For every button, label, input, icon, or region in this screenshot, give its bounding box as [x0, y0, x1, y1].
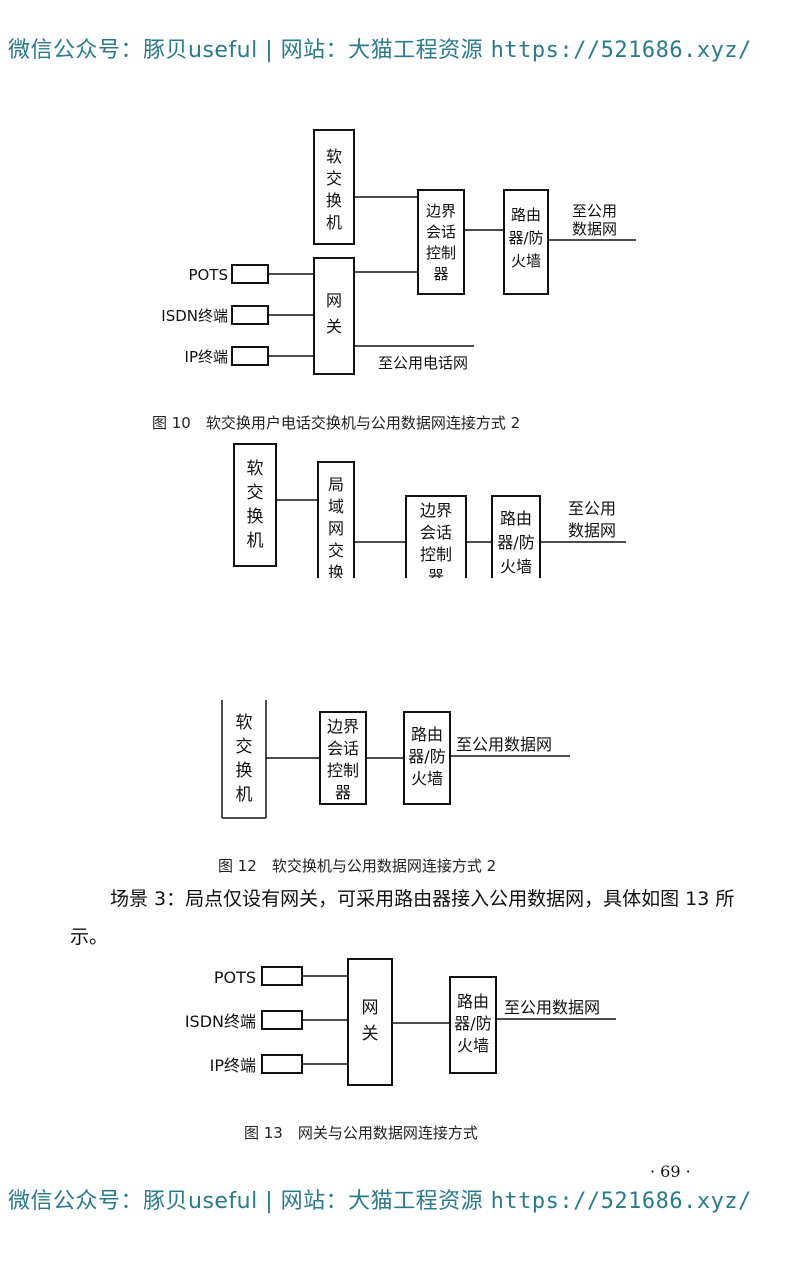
- watermark-url: https://521686.xyz/: [490, 1189, 752, 1214]
- fig12-softswitch-char: 软: [236, 713, 253, 733]
- fig13-router-label: 器/防: [454, 1014, 491, 1033]
- fig12-border-controller-box: [319, 711, 367, 805]
- fig10-gateway-char: 网: [326, 291, 342, 310]
- fig10-bc-label: 边界: [426, 202, 456, 220]
- figure-10: 软 交 换 机 网 关 边界 会话 控制 器 路由 器/防 火墙 至公用 数据网…: [161, 129, 636, 375]
- fig10-softswitch-char: 软: [326, 147, 342, 166]
- fig10-router-label: 火墙: [511, 252, 541, 270]
- fig12-caption: 图 12 软交换机与公用数据网连接方式 2: [218, 857, 497, 875]
- fig13-to-data-net: 至公用数据网: [504, 998, 600, 1017]
- fig13-router-label: 路由: [457, 992, 489, 1011]
- fig10-terminal-label: ISDN终端: [161, 307, 228, 325]
- fig11-bc-label: 边界: [420, 501, 452, 520]
- fig11-softswitch-box: [233, 443, 277, 567]
- fig11-bc-label: 器: [428, 567, 444, 578]
- fig12-softswitch-char: 换: [236, 761, 253, 781]
- fig11-bc-label: 控制: [420, 545, 452, 564]
- fig13-router-box: [449, 976, 497, 1074]
- fig11-softswitch-char: 交: [247, 483, 264, 503]
- fig10-softswitch-char: 换: [326, 191, 342, 210]
- fig11-router-label: 路由: [500, 509, 532, 528]
- fig12-softswitch-char: 机: [236, 785, 253, 805]
- watermark-top: 微信公众号：豚贝useful | 网站：大猫工程资源 https://52168…: [8, 32, 752, 64]
- watermark-bottom: 微信公众号：豚贝useful | 网站：大猫工程资源 https://52168…: [8, 1183, 752, 1215]
- fig11-lan-char: 域: [328, 497, 344, 516]
- fig13-terminal-label: IP终端: [210, 1056, 256, 1075]
- fig12-bc-label: 器: [335, 783, 351, 802]
- scene3-paragraph: 场景 3：局点仅设有网关，可采用路由器接入公用数据网，具体如图 13 所示。: [70, 888, 735, 948]
- fig12-bc-label: 控制: [327, 761, 359, 780]
- fig10-bc-label: 器: [433, 265, 448, 283]
- watermark-text: 微信公众号：豚贝useful | 网站：大猫工程资源: [8, 1189, 491, 1214]
- fig10-router-label: 路由: [511, 206, 541, 224]
- fig12-bc-label: 边界: [327, 717, 359, 736]
- fig11-router-label: 器/防: [497, 533, 534, 552]
- fig10-gateway-char: 关: [326, 317, 342, 336]
- fig10-border-controller-box: [417, 189, 465, 295]
- fig10-router-label: 器/防: [508, 229, 543, 247]
- fig11-softswitch-char: 机: [247, 531, 264, 551]
- figure-12: 软 交 换 机 边界 会话 控制 器 路由 器/防 火墙 至公用数据网: [221, 700, 570, 819]
- fig13-router-label: 火墙: [457, 1036, 489, 1055]
- fig11-router-box: [491, 495, 541, 578]
- fig13-gateway-box: [347, 958, 393, 1086]
- fig10-terminal-label: POTS: [188, 266, 228, 284]
- fig13-terminal-box: [261, 1010, 303, 1030]
- fig13-terminal-box: [261, 966, 303, 986]
- fig11-to-data-net: 数据网: [568, 521, 616, 540]
- fig13-terminal-label: ISDN终端: [185, 1012, 256, 1031]
- fig10-gateway-box: [313, 257, 355, 375]
- fig10-router-box: [503, 189, 549, 295]
- fig12-router-label: 火墙: [411, 769, 443, 788]
- fig10-terminal-box: [231, 346, 269, 366]
- fig11-border-controller-box: [405, 495, 467, 578]
- watermark-text: 微信公众号：豚贝useful | 网站：大猫工程资源: [8, 38, 491, 63]
- fig13-caption: 图 13 网关与公用数据网连接方式: [244, 1124, 478, 1142]
- figure-11: 软 交 换 机 局 域 网 交 换 边界 会话 控制 器 路由 器/防 火墙 至…: [233, 443, 626, 578]
- fig10-bc-label: 会话: [426, 223, 456, 241]
- fig10-terminal-box: [231, 264, 269, 284]
- fig10-caption: 图 10 软交换用户电话交换机与公用数据网连接方式 2: [152, 414, 521, 432]
- fig10-bc-label: 控制: [426, 244, 456, 262]
- figure-13: POTS ISDN终端 IP终端 网 关 路由 器/防 火墙 至公用数据网: [185, 958, 616, 1086]
- fig11-lan-char: 网: [328, 519, 344, 538]
- fig10-to-phone-net: 至公用电话网: [378, 354, 468, 372]
- fig12-router-label: 器/防: [408, 747, 445, 766]
- fig11-to-data-net: 至公用: [568, 499, 616, 518]
- page-number: · 69 ·: [650, 1162, 691, 1181]
- fig10-softswitch-box: [313, 129, 355, 245]
- fig10-softswitch-char: 交: [326, 169, 342, 188]
- fig13-gateway-char: 网: [362, 998, 379, 1018]
- fig10-softswitch-char: 机: [326, 213, 342, 232]
- fig13-gateway-char: 关: [362, 1024, 379, 1044]
- fig11-router-label: 火墙: [500, 557, 532, 576]
- fig11-bc-label: 会话: [420, 523, 452, 542]
- fig12-bc-label: 会话: [327, 739, 359, 758]
- fig11-lan-char: 交: [328, 541, 344, 560]
- fig10-terminal-box: [231, 305, 269, 325]
- fig13-terminal-box: [261, 1054, 303, 1074]
- fig10-terminal-label: IP终端: [185, 348, 228, 366]
- fig11-softswitch-char: 软: [247, 459, 264, 479]
- fig10-to-data-net: 至公用: [572, 202, 617, 220]
- watermark-url: https://521686.xyz/: [490, 38, 752, 63]
- fig11-lan-char: 换: [328, 563, 344, 578]
- fig13-terminal-label: POTS: [214, 968, 256, 987]
- fig12-softswitch-char: 交: [236, 737, 253, 757]
- fig12-router-box: [403, 711, 451, 805]
- fig11-lan-char: 局: [328, 475, 344, 494]
- fig12-router-label: 路由: [411, 725, 443, 744]
- fig11-softswitch-char: 换: [247, 507, 264, 527]
- fig10-to-data-net: 数据网: [572, 220, 617, 238]
- fig12-to-data-net: 至公用数据网: [456, 735, 552, 754]
- fig11-lan-switch-box: [317, 461, 355, 578]
